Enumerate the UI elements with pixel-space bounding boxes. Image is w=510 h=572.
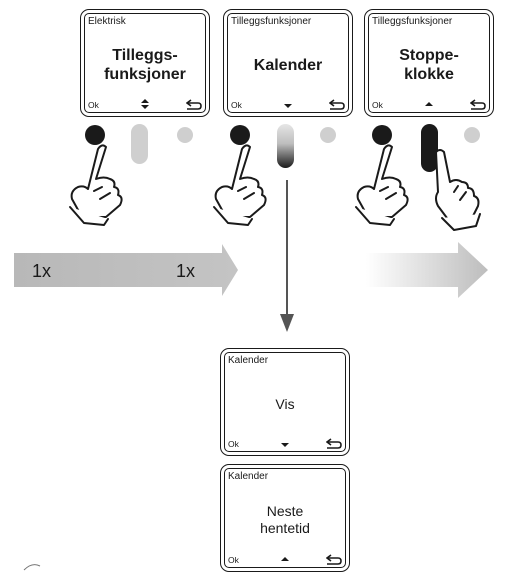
decorative-curve [23, 564, 41, 571]
screen-line: hentetid [260, 520, 310, 536]
ok-button-pressed [230, 125, 250, 145]
pointing-hand-icon [355, 144, 409, 226]
ok-label: Ok [228, 439, 239, 449]
screen-frame: Elektrisk Tilleggs- funksjoner Ok [84, 13, 206, 113]
up-arrow-icon [425, 102, 433, 106]
screen-line: Neste [266, 503, 304, 519]
pointing-hand-icon [213, 144, 267, 226]
screen-line: Stoppe- [399, 47, 459, 64]
flow-arrow-band-left [14, 244, 238, 296]
screen-footer: Ok [228, 553, 342, 565]
flow-arrow-band-right [366, 242, 488, 298]
back-button-idle [320, 127, 336, 143]
screen-frame: Tilleggsfunksjoner Kalender Ok [227, 13, 349, 113]
screen-kalender-neste-hentetid: Kalender Neste hentetid Ok [220, 464, 350, 572]
pointing-hand-icon [69, 144, 123, 226]
screen-tilleggsfunksjoner-kalender: Tilleggsfunksjoner Kalender Ok [223, 9, 353, 117]
up-arrow-icon [281, 557, 289, 561]
screen-line: Kalender [253, 56, 323, 74]
ok-label: Ok [228, 555, 239, 565]
screen-frame: Kalender Neste hentetid Ok [224, 468, 346, 568]
screen-footer: Ok [88, 98, 202, 110]
screen-main-text: Kalender [228, 40, 348, 90]
screen-frame: Kalender Vis Ok [224, 352, 346, 452]
screen-header: Tilleggsfunksjoner [231, 16, 312, 27]
back-arrow-icon [186, 99, 202, 110]
screen-line: klokke [404, 66, 454, 83]
screen-header: Elektrisk [88, 16, 126, 27]
screen-tilleggsfunksjoner-stoppeklokke: Tilleggsfunksjoner Stoppe- klokke Ok [364, 9, 494, 117]
back-button-idle [177, 127, 193, 143]
screen-frame: Tilleggsfunksjoner Stoppe- klokke Ok [368, 13, 490, 113]
screen-line: Tilleggs- [112, 47, 178, 64]
down-arrow-icon [281, 443, 289, 447]
back-button-idle [464, 127, 480, 143]
screen-elektrisk: Elektrisk Tilleggs- funksjoner Ok [80, 9, 210, 117]
ok-button-pressed [372, 125, 392, 145]
ok-button-pressed [85, 125, 105, 145]
screen-footer: Ok [228, 437, 342, 449]
repeat-label: 1x [176, 261, 196, 281]
screen-header: Kalender [228, 471, 269, 482]
nav-key-pressed [421, 124, 438, 172]
back-arrow-icon [326, 438, 342, 449]
screen-line: Vis [275, 395, 295, 412]
screen-footer: Ok [372, 98, 486, 110]
nav-key-idle [131, 124, 148, 164]
back-arrow-icon [326, 554, 342, 565]
screen-main-text: Tilleggs- funksjoner [85, 40, 205, 90]
ok-label: Ok [231, 100, 242, 110]
screen-main-text: Vis [225, 379, 345, 429]
repeat-label: 1x [32, 261, 52, 281]
screen-footer: Ok [231, 98, 345, 110]
ok-label: Ok [88, 100, 99, 110]
up-down-arrow-icon [141, 99, 149, 109]
back-arrow-icon [329, 99, 345, 110]
screen-main-text: Neste hentetid [225, 495, 345, 545]
screen-header: Tilleggsfunksjoner [372, 16, 453, 27]
back-arrow-icon [470, 99, 486, 110]
screen-kalender-vis: Kalender Vis Ok [220, 348, 350, 456]
pointing-hand-icon [435, 149, 481, 231]
down-flow-arrowhead [280, 314, 294, 332]
screen-header: Kalender [228, 355, 269, 366]
nav-key-down-pressed [277, 124, 294, 168]
screen-line: funksjoner [104, 66, 186, 83]
screen-main-text: Stoppe- klokke [369, 40, 489, 90]
down-arrow-icon [284, 104, 292, 108]
ok-label: Ok [372, 100, 383, 110]
